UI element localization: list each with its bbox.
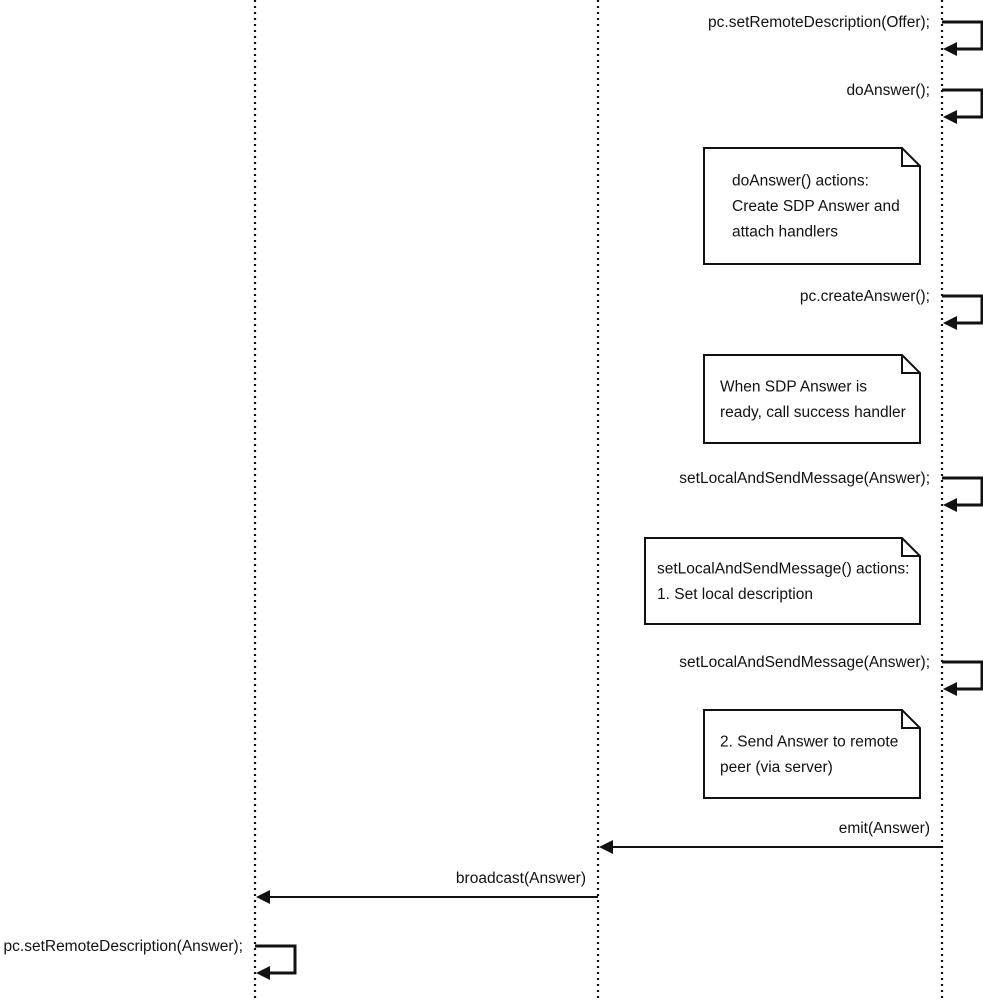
note-text: doAnswer() actions: — [732, 173, 869, 190]
note-text: When SDP Answer is — [720, 378, 867, 395]
message-arrow: broadcast(Answer) — [256, 870, 598, 904]
message-note: 2. Send Answer to remote peer (via server… — [703, 709, 921, 799]
message-self: pc.setRemoteDescription(Offer); — [708, 14, 983, 56]
message-self: setLocalAndSendMessage(Answer); — [679, 654, 983, 696]
note-text: peer (via server) — [720, 759, 833, 776]
message-self: setLocalAndSendMessage(Answer); — [679, 470, 983, 512]
message-label: setLocalAndSendMessage(Answer); — [679, 654, 930, 671]
message-label: emit(Answer) — [839, 820, 930, 837]
note-box — [703, 354, 921, 444]
note-fold-icon — [901, 710, 920, 729]
self-call-loop — [942, 294, 983, 325]
self-call-loop — [942, 20, 983, 51]
arrowhead-icon — [943, 316, 957, 330]
message-arrow: emit(Answer) — [599, 820, 942, 854]
note-fold-icon — [901, 538, 920, 557]
message-label: doAnswer(); — [846, 82, 930, 99]
self-call-loop — [942, 660, 983, 691]
arrowhead-icon — [943, 42, 957, 56]
arrowhead-icon — [256, 966, 270, 980]
arrowhead-icon — [256, 890, 270, 904]
self-call-loop — [255, 944, 297, 975]
arrowhead-icon — [943, 682, 957, 696]
lifelines — [253, 0, 944, 1000]
message-self: pc.setRemoteDescription(Answer); — [4, 938, 297, 980]
message-note: doAnswer() actions: Create SDP Answer and… — [703, 147, 921, 265]
message-label: pc.createAnswer(); — [800, 288, 930, 305]
message-note: When SDP Answer is ready, call success ha… — [703, 354, 921, 444]
message-label: broadcast(Answer) — [456, 870, 586, 887]
note-text: ready, call success handler — [720, 404, 906, 421]
arrowhead-icon — [599, 840, 613, 854]
note-fold-icon — [901, 148, 920, 167]
message-label: setLocalAndSendMessage(Answer); — [679, 470, 930, 487]
note-text: attach handlers — [732, 224, 838, 241]
note-box — [644, 537, 921, 625]
note-box — [703, 709, 921, 799]
note-fold-icon — [901, 355, 920, 374]
message-label: pc.setRemoteDescription(Answer); — [4, 938, 243, 955]
messages: pc.setRemoteDescription(Offer); doAnswer(… — [4, 14, 983, 980]
message-label: pc.setRemoteDescription(Offer); — [708, 14, 930, 31]
self-call-loop — [942, 476, 983, 507]
message-note: setLocalAndSendMessage() actions: 1. Set … — [644, 537, 921, 625]
message-self: doAnswer(); — [846, 82, 983, 124]
note-text: 2. Send Answer to remote — [720, 733, 898, 750]
message-self: pc.createAnswer(); — [800, 288, 983, 330]
arrowhead-icon — [943, 110, 957, 124]
note-text: Create SDP Answer and — [732, 198, 900, 215]
arrowhead-icon — [943, 498, 957, 512]
note-text: 1. Set local description — [657, 586, 813, 603]
note-text: setLocalAndSendMessage() actions: — [657, 560, 909, 577]
self-call-loop — [942, 88, 983, 119]
note-box — [703, 147, 921, 265]
